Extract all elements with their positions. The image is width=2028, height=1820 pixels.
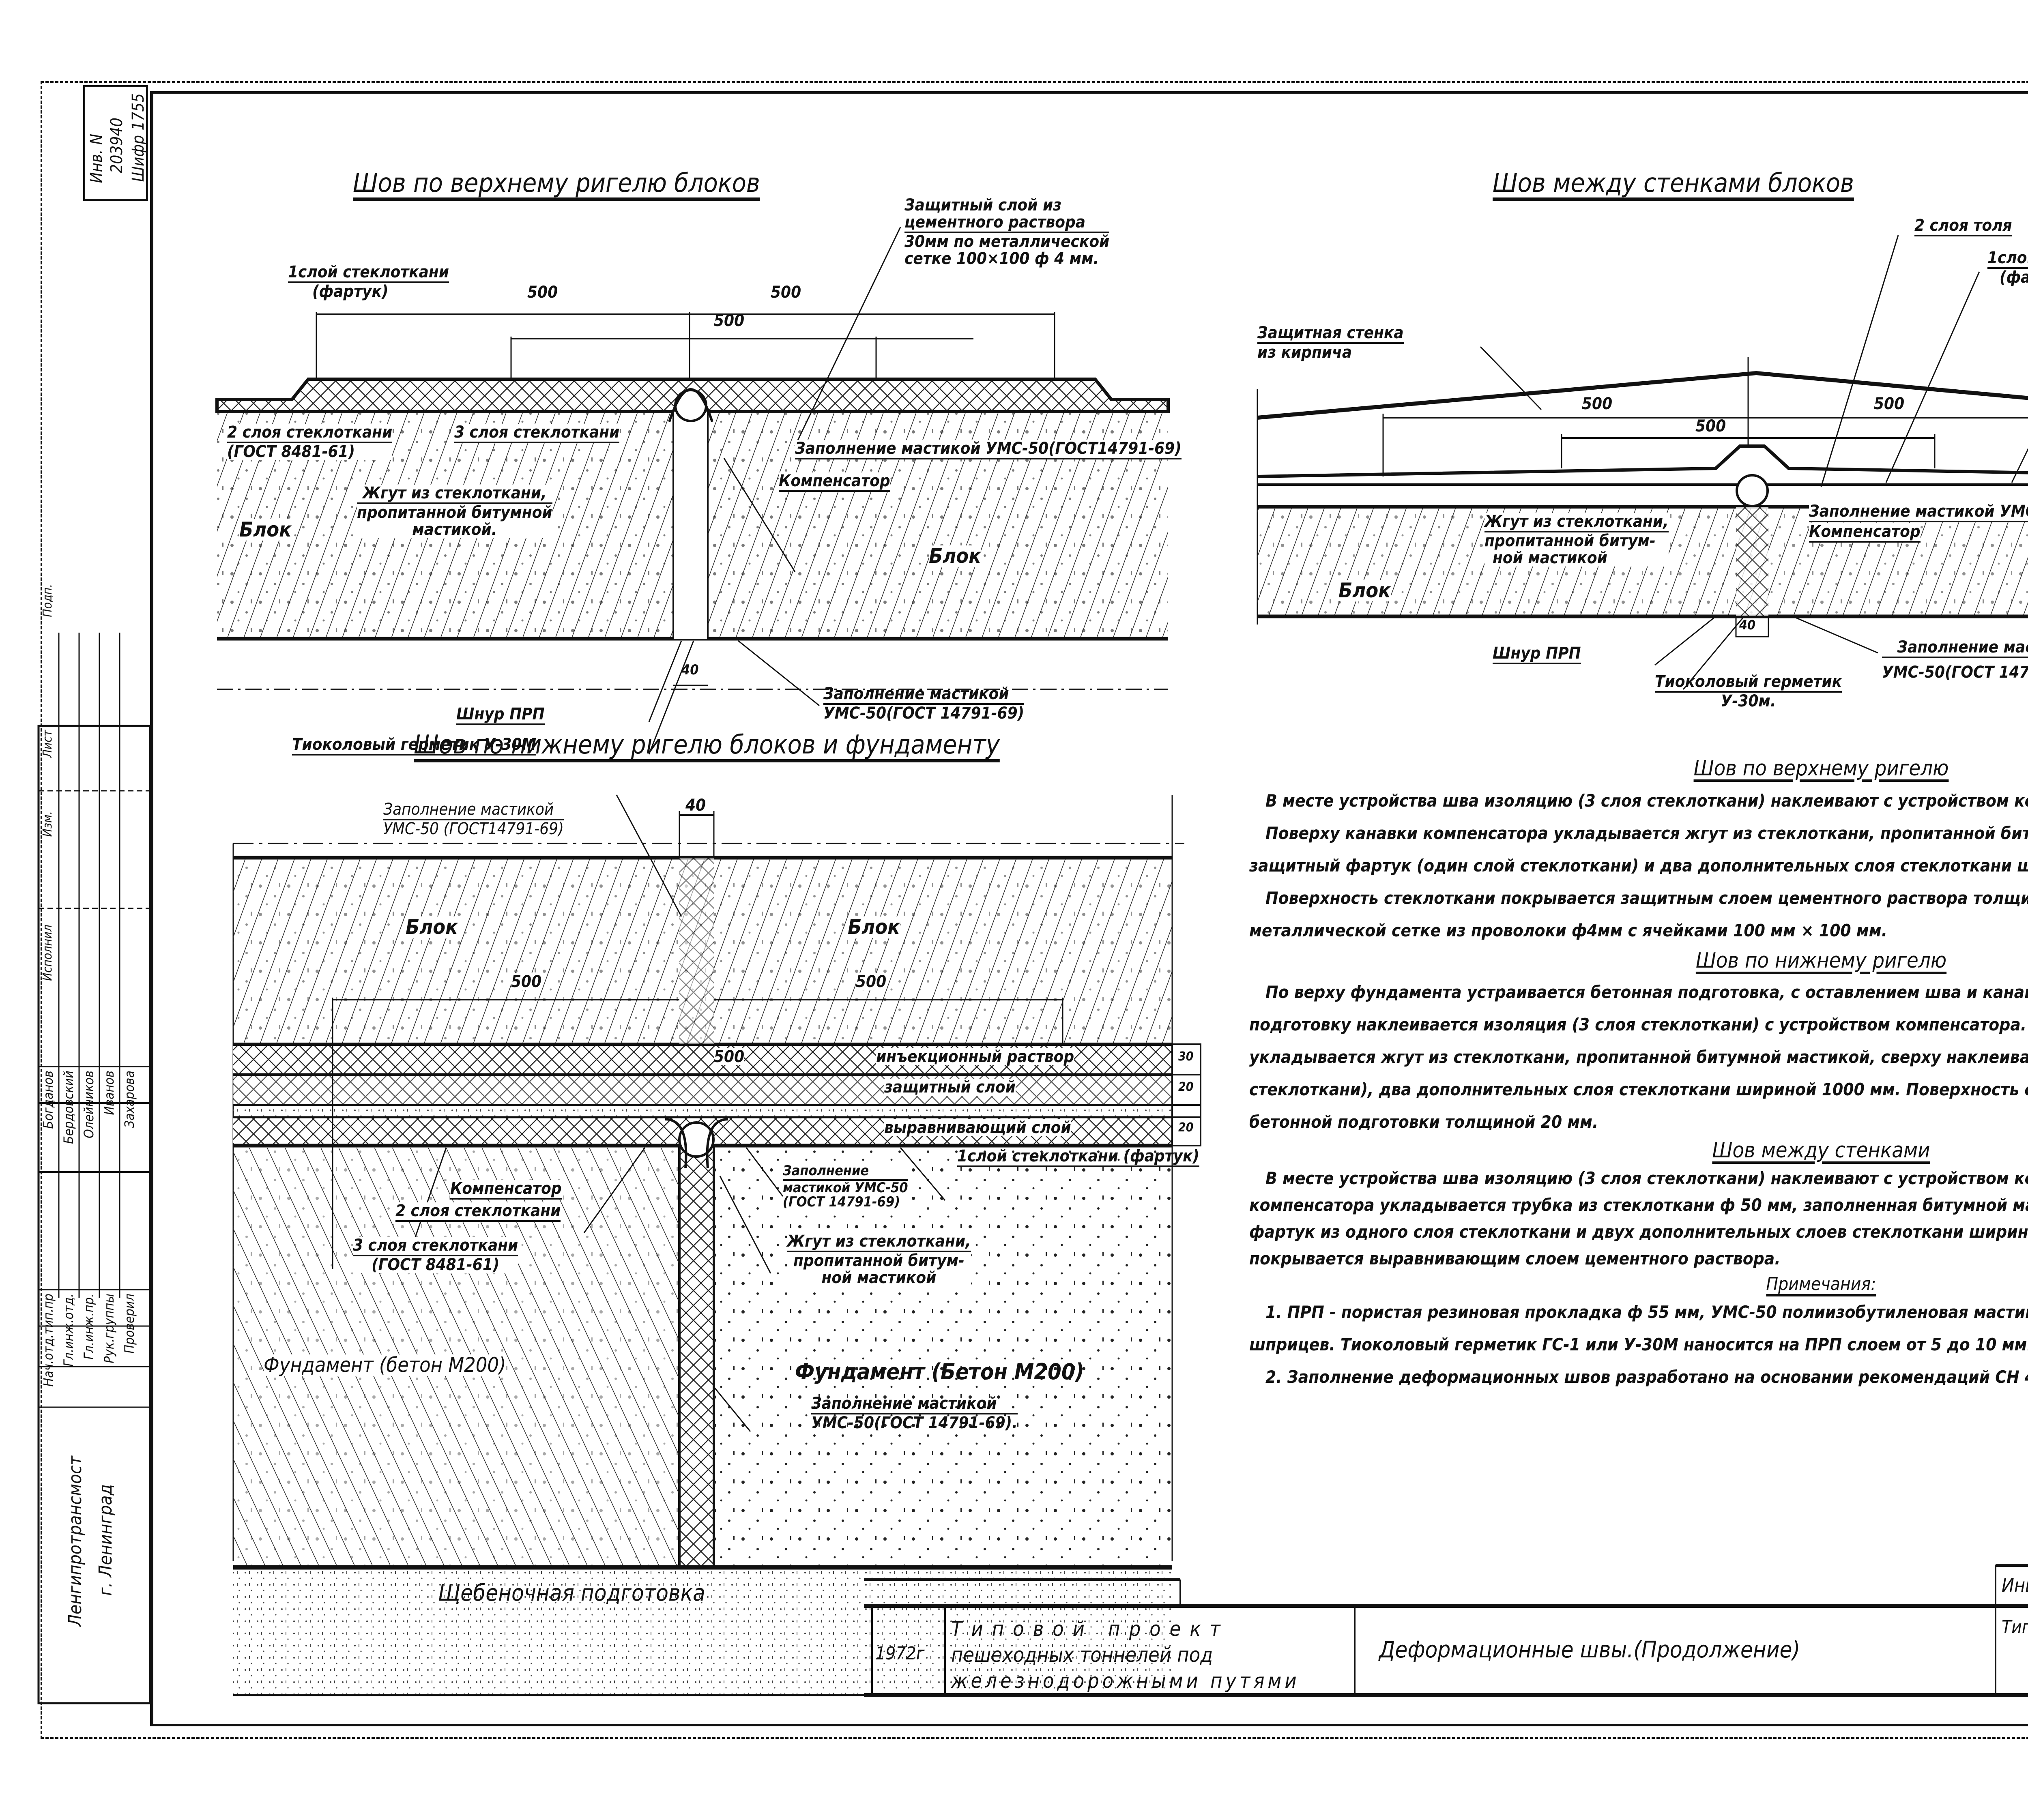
note-title-lower: Шов по нижнему ригелю (1695, 949, 1947, 973)
lower-mastic-fill-top-label: Заполнение мастикой УМС-50 (ГОСТ14791-69… (383, 800, 564, 838)
lower-protective-label: защитный слой (884, 1078, 1016, 1097)
between-walls-drawing (1257, 235, 2028, 690)
lower-apron-label: 1слой стеклоткани (фартук) (957, 1148, 1199, 1167)
signature-role-4: Рук.группы (101, 1294, 117, 1363)
walls-dim-500-a: 500 (1582, 395, 1613, 413)
upper-protective-layer-label: Защитный слой из цементного раствора 30м… (904, 196, 1110, 268)
upper-two-layers-label: 2 слоя стеклоткани (ГОСТ 8481-61) (227, 423, 393, 461)
note-upper-p3: Поверхность стеклоткани покрывается защи… (1249, 888, 2028, 940)
title-project: Типовой проект пешеходных тоннелей под ж… (951, 1617, 1300, 1693)
lower-gravel-label: Щебеночная подготовка (438, 1580, 705, 1606)
lower-three-layers-label: 3 слоя стеклоткани (ГОСТ 8481-61) (353, 1236, 518, 1274)
walls-mastic-fill-label: Заполнение мастикой УМС-50 (ГОСТ 14791-6… (1809, 503, 2028, 522)
side-mark-2: Изм. (41, 811, 55, 837)
lower-dim-500-c: 500 (714, 1047, 745, 1066)
lower-foundation-right: Фундамент (Бетон М200) (795, 1359, 1084, 1384)
upper-dim-40: 40 (681, 662, 699, 678)
walls-dim-500-b: 500 (1874, 395, 1905, 413)
upper-three-layers-label: 3 слоя стеклоткани (454, 424, 620, 443)
upper-apron-label: 1слой стеклоткани (фартук) (288, 263, 449, 301)
walls-compensator-label: Компенсатор (1809, 523, 1921, 543)
lower-block-right: Блок (848, 915, 900, 939)
note-upper-p1: В месте устройства шва изоляцию (3 слоя … (1265, 791, 2028, 811)
upper-tow-label: Жгут из стеклоткани, пропитанной битумно… (357, 484, 552, 539)
walls-brick-wall-label: Защитная стенка из кирпича (1257, 324, 1404, 362)
note-walls-p1: В месте устройства шва изоляцию (3 слоя … (1249, 1168, 2028, 1268)
walls-block-left: Блок (1338, 579, 1391, 602)
lower-mastic-fill-bottom-label: Заполнение мастикой УМС-50(ГОСТ 14791-69… (811, 1394, 1018, 1432)
upper-dim-500-c: 500 (714, 311, 745, 330)
lower-compensator-label: Компенсатор (450, 1180, 562, 1200)
signature-grid (37, 633, 151, 1704)
lower-tow-label: Жгут из стеклоткани, пропитанной битум- … (787, 1232, 971, 1287)
lower-dim-20a: 20 (1178, 1080, 1194, 1094)
walls-roofing-label: 2 слоя толя (1914, 217, 2012, 236)
lower-dim-30: 30 (1178, 1050, 1194, 1064)
org-city: г. Ленинград (95, 1484, 116, 1596)
signature-role-1: Нач.отд.тип.пр (41, 1294, 56, 1387)
inner-frame (150, 91, 2028, 1726)
side-stamp (83, 85, 148, 201)
upper-cord-label: Шнур ПРП (456, 706, 545, 725)
notes-column: Шов по верхнему ригелю В месте устройств… (1249, 756, 2028, 1393)
walls-apron-label: 1слой стеклоткани (фартук) (1987, 249, 2028, 286)
lower-leveling-label: выравнивающий слой (884, 1118, 1071, 1137)
upper-compensator-label: Компенсатор (779, 472, 890, 492)
lower-two-layers-label: 2 слоя стеклоткани (395, 1202, 561, 1222)
side-mark-1: Исполнил (41, 925, 55, 981)
upper-dim-500-a: 500 (527, 283, 558, 302)
lower-rigel-title: Шов по нижнему ригелю блоков и фундамент… (414, 730, 1000, 760)
upper-mastic-fill-bottom-label: Заполнение мастикой УМС-50(ГОСТ 14791-69… (823, 685, 1025, 723)
lower-block-left: Блок (406, 915, 458, 939)
upper-mastic-fill-label: Заполнение мастикой УМС-50(ГОСТ14791-69) (795, 440, 1182, 459)
remark-2: 2. Заполнение деформационных швов разраб… (1265, 1367, 2028, 1387)
note-lower-p1: По верху фундамента устраивается бетонна… (1249, 982, 2028, 1132)
title-typical-project-label: Типовой проект (2002, 1617, 2028, 1638)
lower-mastic-mid-label: Заполнение мастикой УМС-50 (ГОСТ 14791-6… (783, 1163, 908, 1210)
signature-name-1: Богданов (41, 1071, 56, 1129)
org-name: Ленгипротрансмост (65, 1456, 86, 1627)
walls-dim-500-c: 500 (1695, 417, 1726, 436)
lower-foundation-left: Фундамент (бетон М200) (264, 1353, 506, 1377)
title-sheet-name: Деформационные швы.(Продолжение) (1379, 1637, 1800, 1663)
signature-name-5: Захарова (122, 1071, 137, 1128)
upper-rigel-title: Шов по верхнему ригелю блоков (353, 168, 760, 198)
title-block-lines (864, 1564, 2028, 1697)
lower-injection-label: инъекционный раствор (876, 1047, 1074, 1066)
walls-sealant-label: Тиоколовый герметик У-30м. (1655, 672, 1842, 710)
signature-name-3: Олейников (81, 1071, 97, 1138)
lower-dim-40: 40 (685, 796, 706, 815)
signature-role-5: Проверил (122, 1294, 137, 1354)
signature-role-2: Гл.инж.отд. (61, 1294, 76, 1367)
side-mark-3: Лист (41, 730, 55, 758)
walls-tow-label: Жгут из стеклоткани, пропитанной битум- … (1484, 512, 1669, 567)
signature-name-4: Иванов (101, 1071, 117, 1115)
lower-dim-500-b: 500 (856, 972, 887, 991)
remark-1: 1. ПРП - пористая резиновая прокладка ф … (1249, 1302, 2028, 1354)
inventory-number: Инв. N 9412/2-35 (2002, 1574, 2028, 1596)
signature-role-3: Гл.инж.пр. (81, 1294, 97, 1360)
side-mark-4: Подп. (41, 584, 55, 617)
signature-name-2: Бердовский (61, 1071, 76, 1144)
upper-dim-500-b: 500 (771, 283, 801, 302)
lower-dim-20b: 20 (1178, 1120, 1194, 1135)
note-title-walls: Шов между стенками (1712, 1138, 1930, 1163)
title-year: 1972г (875, 1643, 925, 1664)
upper-sealant-label: Тиоколовый герметик У-30М (292, 736, 537, 755)
upper-block-right: Блок (929, 544, 981, 568)
lower-dim-500-a: 500 (511, 972, 542, 991)
between-walls-title: Шов между стенками блоков (1493, 168, 1854, 198)
outer-frame (41, 81, 2028, 1739)
walls-dim-40: 40 (1739, 617, 1756, 633)
upper-block-left: Блок (239, 518, 292, 541)
note-title-upper: Шов по верхнему ригелю (1693, 756, 1949, 781)
walls-mastic-fill-bottom-label: Заполнение мастикой УМС-50(ГОСТ 14791-69… (1882, 639, 2028, 681)
note-upper-p2: Поверху канавки компенсатора укладываетс… (1249, 823, 2028, 876)
remarks-title: Примечания: (1766, 1274, 1876, 1294)
walls-cord-label: Шнур ПРП (1493, 645, 1581, 664)
